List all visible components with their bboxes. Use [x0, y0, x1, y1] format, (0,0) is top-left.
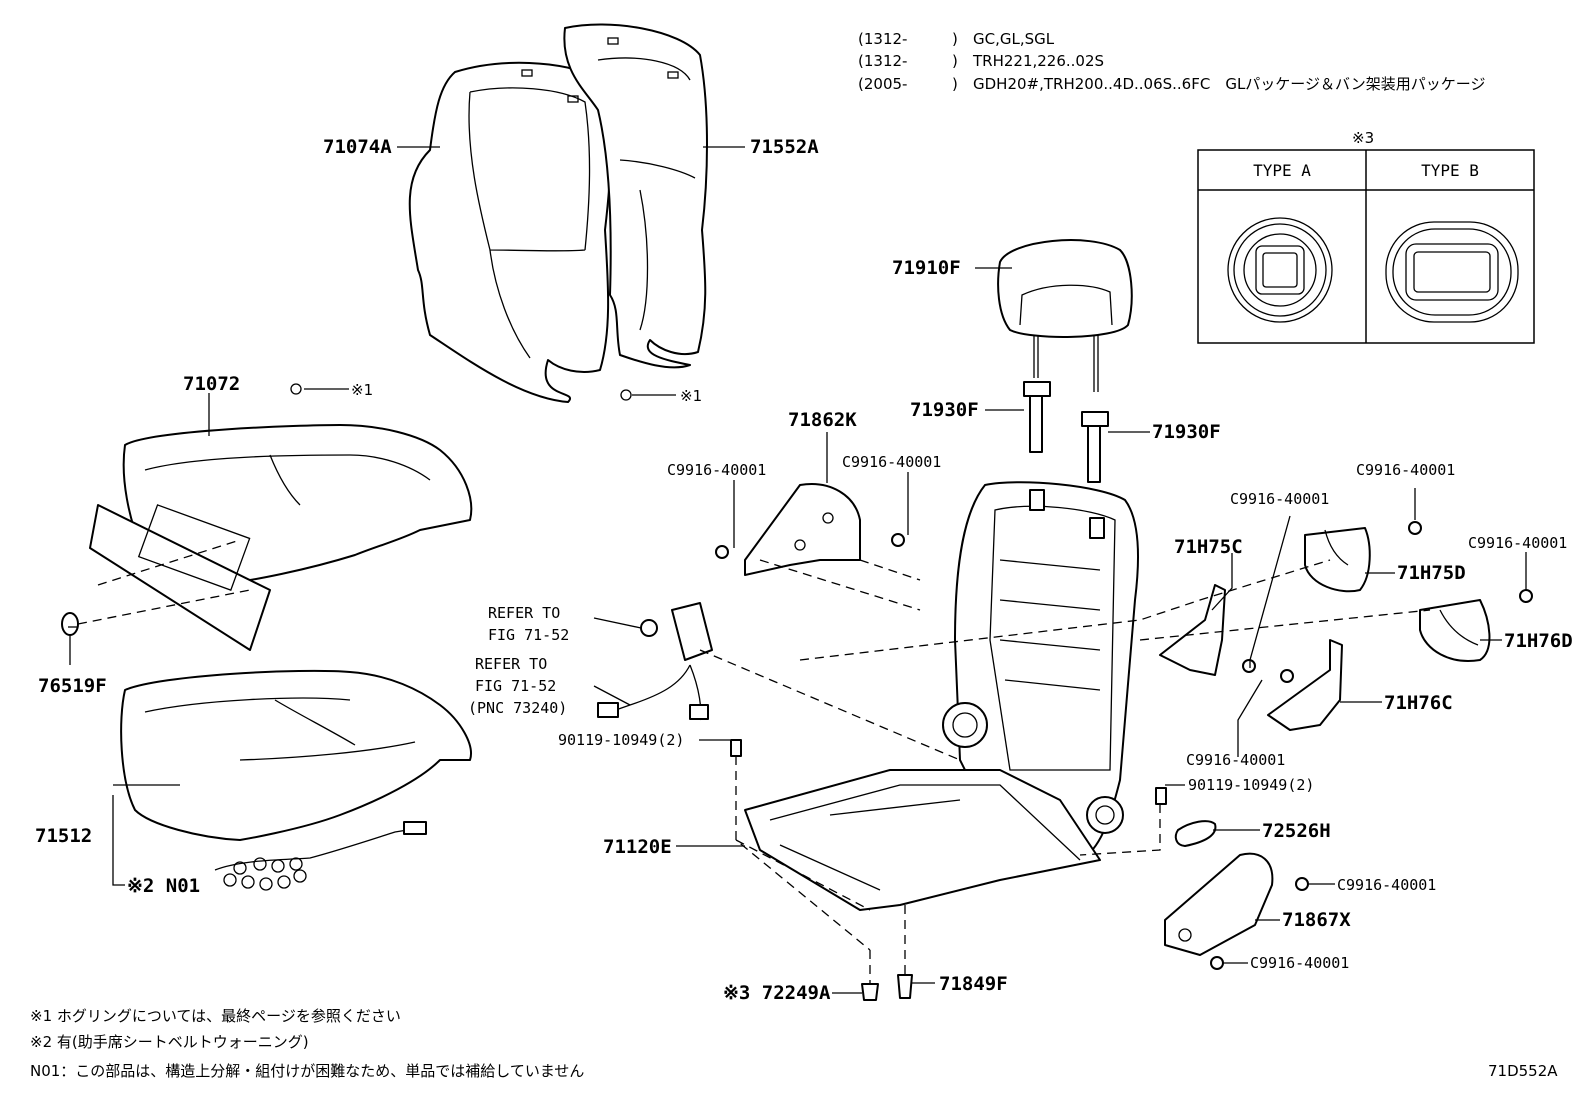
label-71552A: 71552A — [750, 136, 819, 158]
applicability-date-3: (2005- — [858, 75, 907, 93]
label-71910F: 71910F — [892, 257, 961, 279]
label-c9916-b: C9916-40001 — [842, 453, 941, 471]
applicability-date-1: (1312- — [858, 30, 907, 48]
label-c9916-e: C9916-40001 — [1468, 534, 1567, 552]
label-refer2-line2: FIG 71-52 — [475, 677, 556, 695]
label-71H76D: 71H76D — [1504, 630, 1573, 652]
label-71930F-right: 71930F — [1152, 421, 1221, 443]
footnote-n01: N01：この部品は、構造上分解・組付けが困難なため、単品では補給していません — [30, 1062, 584, 1080]
footnotes: ※1 ホグリングについては、最終ページを参照ください ※2 有(助手席シートベル… — [30, 1007, 1558, 1080]
label-c9916-f: C9916-40001 — [1186, 751, 1285, 769]
label-72249A: ※3 72249A — [723, 982, 831, 1004]
label-76519F: 76519F — [38, 675, 107, 697]
label-c9916-g: C9916-40001 — [1337, 876, 1436, 894]
label-refer2-line3: (PNC 73240) — [468, 699, 567, 717]
label-71512: 71512 — [35, 825, 92, 847]
label-c9916-d: C9916-40001 — [1356, 461, 1455, 479]
label-71930F-left: 71930F — [910, 399, 979, 421]
label-refer1-line1: REFER TO — [488, 604, 560, 622]
type-a-label: TYPE A — [1253, 161, 1311, 180]
recliner-knob-72526H — [1174, 820, 1217, 847]
applicability-date-2: (1312- — [858, 52, 907, 70]
seat-frame-71120E — [744, 481, 1139, 911]
headrest-support-71930F-right — [1081, 411, 1109, 483]
label-n01: ※2 N01 — [127, 875, 200, 897]
outer-cover-71H76D — [1419, 599, 1491, 662]
applicability-list: (1312- ) GC,GL,SGL (1312- ) TRH221,226..… — [858, 30, 1485, 93]
label-ref1-a: ※1 — [351, 381, 373, 399]
type-b-label: TYPE B — [1421, 161, 1479, 180]
assembly-lines — [77, 539, 1431, 985]
hog-ring-icon — [290, 383, 302, 395]
label-refer2-line1: REFER TO — [475, 655, 547, 673]
label-71H75C: 71H75C — [1174, 536, 1243, 558]
shield-71862K — [744, 483, 861, 576]
seat-belt-buckle — [597, 602, 713, 721]
seatbelt-warning-sensor-harness — [214, 821, 427, 891]
outer-cover-71H75D — [1304, 527, 1371, 593]
label-72526H: 72526H — [1262, 820, 1331, 842]
applicability-models-1: GC,GL,SGL — [973, 30, 1055, 48]
label-bolt-right: 90119-10949(2) — [1188, 776, 1314, 794]
hog-ring-icon — [620, 389, 632, 401]
figure-id: 71D552A — [1488, 1062, 1558, 1080]
clip-76519F-icon — [61, 612, 79, 636]
label-71072: 71072 — [183, 373, 240, 395]
type-box: ※3 TYPE A TYPE B — [1197, 129, 1535, 344]
label-71849F: 71849F — [939, 973, 1008, 995]
leader-lines — [68, 146, 1527, 994]
label-c9916-c: C9916-40001 — [1230, 490, 1329, 508]
headrest-support-71930F-left — [1023, 381, 1051, 453]
label-c9916-a: C9916-40001 — [667, 461, 766, 479]
label-refer1-line2: FIG 71-52 — [488, 626, 569, 644]
applicability-close-2: ) — [952, 52, 958, 70]
seatback-cover-71552A — [563, 23, 708, 369]
seat-cushion-pad-71512 — [120, 669, 472, 841]
label-bolt-left: 90119-10949(2) — [558, 731, 684, 749]
label-71074A: 71074A — [323, 136, 392, 158]
type-b-grommet-icon — [1385, 221, 1519, 323]
headrest-71910F — [997, 239, 1133, 392]
label-ref1-b: ※1 — [680, 387, 702, 405]
label-c9916-h: C9916-40001 — [1250, 954, 1349, 972]
fastener-icons — [715, 521, 1533, 1001]
type-box-marker: ※3 — [1352, 129, 1374, 147]
applicability-close-3: ) — [952, 75, 958, 93]
seatback-cover-71074A — [408, 61, 612, 403]
footnote-1: ※1 ホグリングについては、最終ページを参照ください — [30, 1007, 401, 1025]
label-71H75D: 71H75D — [1397, 562, 1466, 584]
type-a-grommet-icon — [1227, 217, 1333, 323]
inner-cover-71H75C — [1159, 584, 1226, 676]
applicability-close-1: ) — [952, 30, 958, 48]
label-71867X: 71867X — [1282, 909, 1351, 931]
label-71862K: 71862K — [788, 409, 857, 431]
applicability-models-2: TRH221,226..02S — [972, 52, 1104, 70]
inner-cover-71H76C — [1267, 639, 1343, 731]
recliner-cover-71867X — [1164, 852, 1274, 956]
applicability-models-3: GDH20#,TRH200..4D..06S..6FC GLパッケージ＆バン架装… — [973, 75, 1485, 93]
footnote-2: ※2 有(助手席シートベルトウォーニング) — [30, 1033, 309, 1051]
part-labels: 71074A 71552A 71072 ※1 ※1 76519F 71512 ※… — [35, 136, 1573, 1004]
label-71120E: 71120E — [603, 836, 672, 858]
label-71H76C: 71H76C — [1384, 692, 1453, 714]
seat-cushion-cover-71072 — [89, 424, 473, 651]
